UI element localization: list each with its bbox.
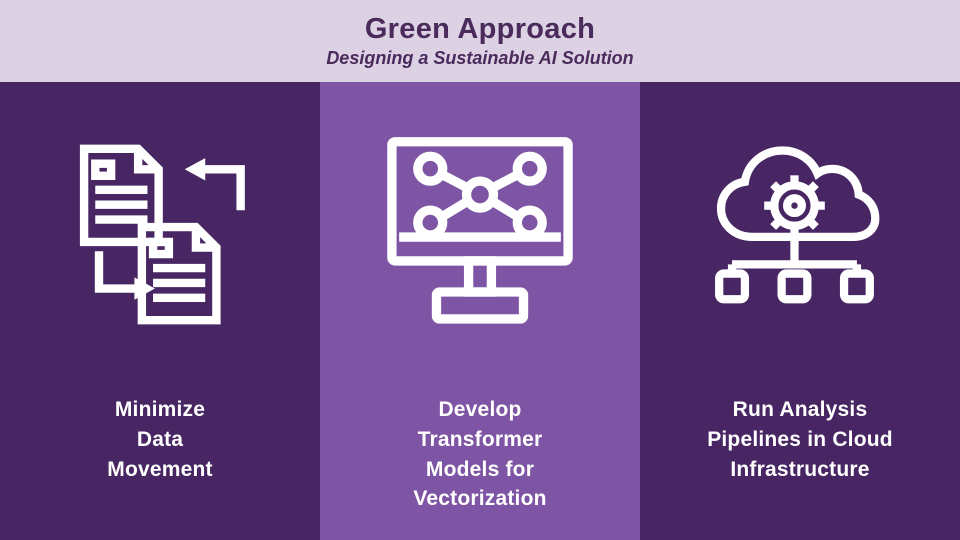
column-label: Develop Transformer Models for Vectoriza… (413, 398, 547, 511)
icon-wrap (0, 82, 320, 387)
column-label: Minimize Data Movement (107, 398, 213, 481)
column-label: Run Analysis Pipelines in Cloud Infrastr… (707, 398, 893, 481)
slide-subtitle: Designing a Sustainable AI Solution (326, 48, 634, 68)
network-monitor-icon (387, 136, 573, 324)
column-minimize-data-movement: Minimize Data Movement (0, 82, 320, 540)
slide-title: Green Approach (364, 13, 596, 45)
icon-wrap (320, 82, 640, 387)
column-cloud-pipelines: Run Analysis Pipelines in Cloud Infrastr… (640, 82, 960, 540)
cloud-gear-pipeline-icon (715, 145, 880, 303)
column-transformer-models: Develop Transformer Models for Vectoriza… (320, 82, 640, 540)
content-columns: Minimize Data Movement (0, 82, 960, 540)
slide-header: Green Approach Designing a Sustainable A… (0, 0, 960, 82)
documents-transfer-icon (79, 144, 245, 325)
icon-wrap (640, 82, 960, 387)
